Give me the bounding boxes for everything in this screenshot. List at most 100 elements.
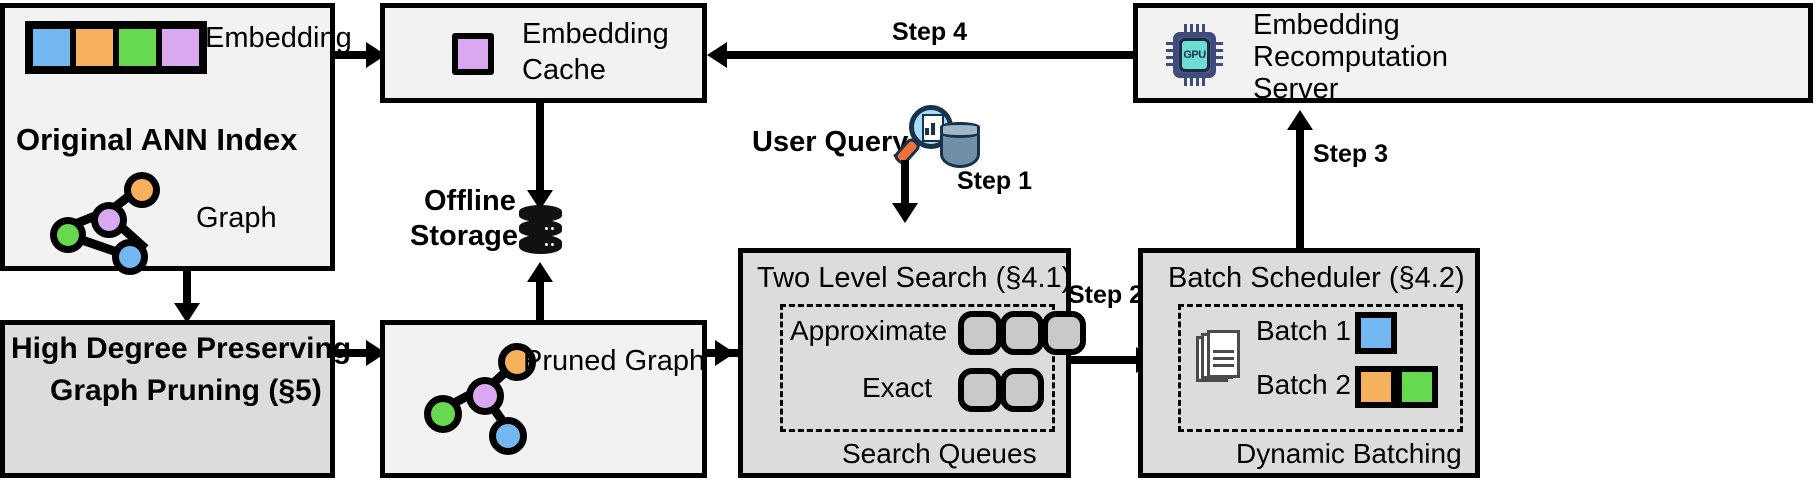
embedding-label: Embedding	[205, 22, 352, 54]
batch-scheduler-box	[1138, 248, 1480, 478]
embedding-chip-green	[116, 26, 159, 69]
offline-storage-line2: Storage	[410, 220, 518, 252]
user-query-db-top	[940, 122, 980, 138]
gpu-pin-bot-2	[1190, 77, 1193, 86]
gpu-pin-left-1	[1166, 42, 1175, 45]
recomputation-server-line3: Server	[1253, 73, 1339, 105]
gpu-pin-right-3	[1214, 56, 1223, 59]
pruned-node-orange	[498, 343, 536, 381]
embedding-cache-box	[380, 3, 707, 103]
db-band-bottom	[519, 235, 562, 254]
arrow-step4-line	[716, 51, 1133, 59]
step2-label: Step 2	[1068, 281, 1144, 309]
arrow-pruned-to-search-head	[715, 340, 735, 366]
gpu-pin-right-2	[1214, 49, 1223, 52]
gpu-pin-bot-1	[1184, 77, 1187, 86]
step3-label: Step 3	[1313, 140, 1389, 168]
embedding-cache-line1: Embedding	[522, 18, 669, 50]
arrow-pruned-to-storage-line	[536, 280, 544, 320]
gpu-pin-top-4	[1202, 24, 1205, 33]
pruned-graph-label: Pruned Graph	[523, 345, 706, 377]
arrow-index-to-cache-line	[335, 51, 373, 59]
recomputation-server-box	[1133, 3, 1813, 103]
gpu-pin-left-4	[1166, 63, 1175, 66]
exact-queue-cell-1	[958, 368, 1002, 412]
approximate-row-label: Approximate	[790, 315, 948, 346]
embedding-chip-strip	[25, 21, 207, 74]
gpu-pin-left-2	[1166, 49, 1175, 52]
gpu-pin-bot-3	[1196, 77, 1199, 86]
graph-node-green	[50, 217, 86, 253]
embedding-cache-line2: Cache	[522, 54, 606, 86]
dynamic-batching-footer: Dynamic Batching	[1236, 438, 1462, 469]
search-queues-footer: Search Queues	[842, 438, 1037, 469]
graph-node-purple	[91, 202, 127, 238]
offline-storage-line1: Offline	[424, 185, 516, 217]
gpu-pin-left-3	[1166, 56, 1175, 59]
arrow-cache-to-storage-line	[536, 103, 544, 195]
doc-front	[1207, 330, 1240, 378]
db-dot-4	[551, 243, 554, 246]
batch-2-color-green	[1396, 366, 1438, 408]
approximate-queue-cell-1	[958, 311, 1002, 355]
doc-text-line-2	[1213, 357, 1234, 360]
magnifier-doc-bar-1	[925, 128, 929, 135]
step1-label: Step 1	[957, 167, 1033, 195]
doc-text-line-3	[1213, 364, 1234, 367]
two-level-search-title: Two Level Search (§4.1)	[757, 262, 1072, 294]
pruned-node-blue	[489, 417, 527, 455]
batch-2-color-orange	[1355, 366, 1397, 408]
db-dot-2	[551, 227, 554, 230]
arrow-step3-line	[1296, 128, 1304, 248]
graph-node-orange	[124, 172, 160, 208]
search-queues-panel	[780, 304, 1055, 432]
user-query-label: User Query	[752, 126, 909, 158]
batch-1-label: Batch 1	[1256, 315, 1351, 346]
gpu-pin-bot-4	[1202, 77, 1205, 86]
pruned-node-purple	[466, 377, 504, 415]
db-band-mid	[519, 220, 562, 237]
exact-queue-cell-2	[1000, 368, 1044, 412]
batch-docs-icon	[1196, 330, 1244, 388]
batch-scheduler-title: Batch Scheduler (§4.2)	[1168, 262, 1465, 294]
batch-1-color-blue	[1355, 312, 1397, 354]
batch-2-label: Batch 2	[1256, 369, 1351, 400]
embedding-chip-orange	[73, 26, 116, 69]
arrow-pruned-to-storage-head	[527, 262, 553, 282]
embedding-chip-blue	[30, 26, 73, 69]
approximate-queue-cell-3	[1042, 311, 1086, 355]
db-band-top	[519, 205, 562, 222]
db-dot-1	[545, 227, 548, 230]
embedding-cache-chip-icon	[452, 33, 494, 75]
gpu-chip-core: GPU	[1179, 38, 1210, 72]
arrow-step1-head	[892, 203, 918, 223]
recomputation-server-line1: Embedding	[1253, 9, 1400, 41]
gpu-icon: GPU	[1164, 24, 1228, 86]
gpu-pin-top-2	[1190, 24, 1193, 33]
gpu-pin-right-1	[1214, 42, 1223, 45]
pruned-graph-widget	[412, 335, 537, 455]
graph-pruning-box	[0, 320, 335, 478]
original-graph-widget	[40, 168, 160, 275]
gpu-pin-top-1	[1184, 24, 1187, 33]
recomputation-server-line2: Recomputation	[1253, 41, 1449, 73]
arrow-index-to-pruning-line	[183, 271, 191, 309]
gpu-pin-top-3	[1196, 24, 1199, 33]
offline-storage-db-icon	[519, 205, 562, 257]
arrow-step1-line	[901, 160, 909, 208]
dynamic-batching-panel	[1178, 304, 1463, 432]
two-level-search-box	[738, 248, 1071, 478]
doc-text-line-1	[1213, 350, 1234, 353]
original-ann-index-title: Original ANN Index	[16, 122, 298, 157]
magnifier-doc-bar-2	[931, 123, 935, 135]
graph-pruning-line2: Graph Pruning (§5)	[50, 374, 322, 407]
graph-node-blue	[112, 239, 148, 275]
arrow-step3-head	[1287, 110, 1313, 130]
gpu-pin-right-4	[1214, 63, 1223, 66]
arrow-pruning-to-pruned-line	[335, 349, 373, 357]
exact-row-label: Exact	[862, 372, 933, 403]
db-dot-3	[545, 243, 548, 246]
graph-pruning-line1: High Degree Preserving	[11, 332, 352, 365]
step4-label: Step 4	[892, 18, 968, 46]
